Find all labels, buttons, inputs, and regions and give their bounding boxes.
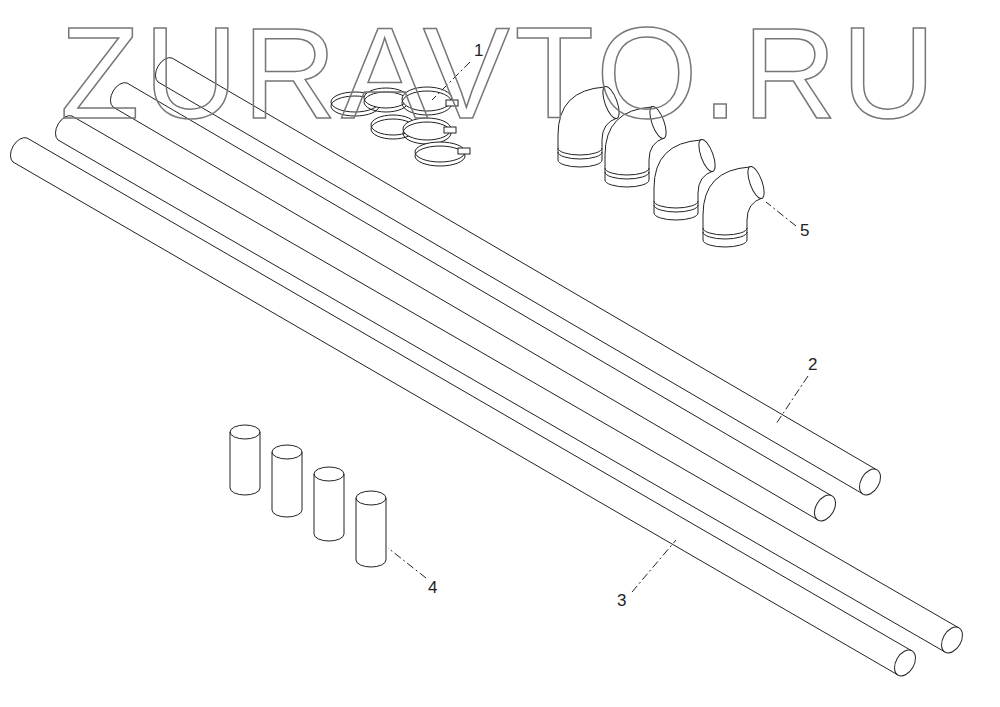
leader-line (388, 62, 808, 592)
watermark: ZURAVTO.RU (60, 8, 940, 138)
callout-number: 4 (428, 579, 437, 596)
callout-number: 2 (808, 356, 817, 373)
long-tube (110, 83, 839, 525)
callout-number: 5 (800, 222, 809, 239)
long-tube (10, 138, 919, 680)
long-tube (55, 116, 966, 657)
callout-number: 3 (617, 592, 626, 609)
callout-number: 1 (474, 42, 483, 59)
short-sleeve (230, 425, 386, 567)
